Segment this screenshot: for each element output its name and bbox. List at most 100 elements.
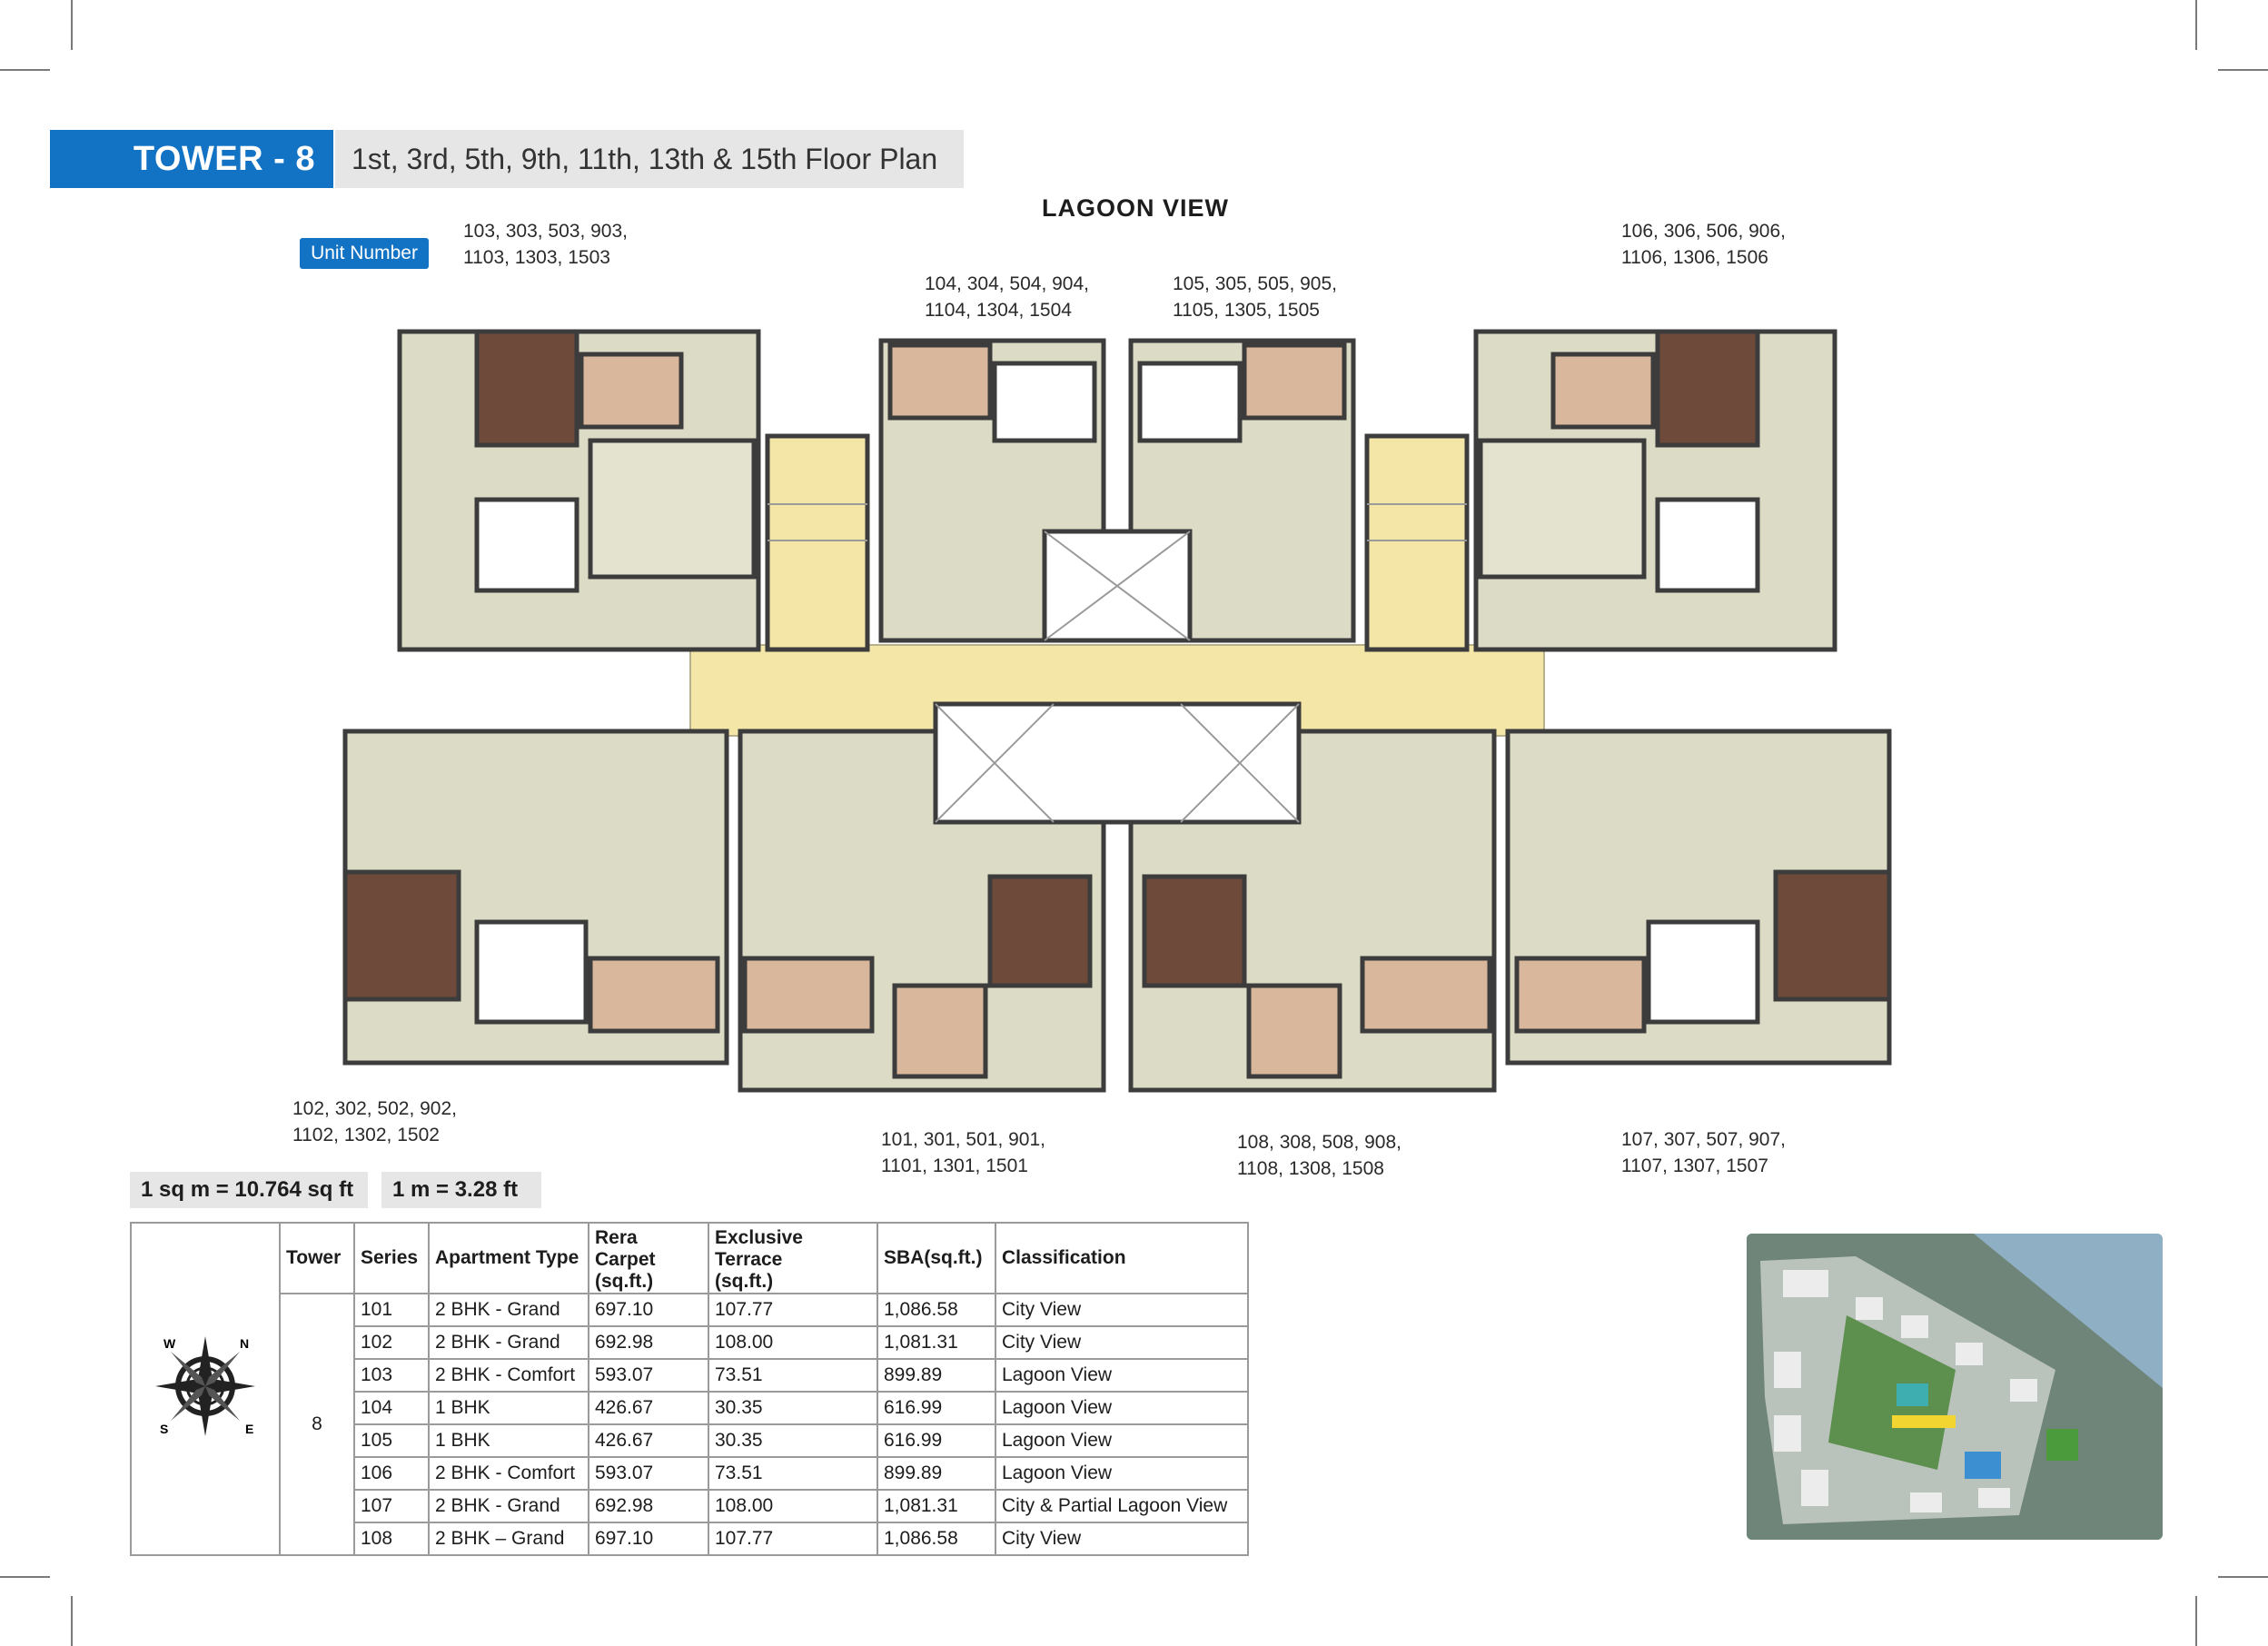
header-sba: SBA(sq.ft.) [876,1222,996,1294]
bedroom [474,919,589,1025]
terrace [1246,983,1342,1079]
cell-rera: 593.07 [588,1358,709,1393]
cell-terrace: 73.51 [708,1358,878,1393]
cell-type: 2 BHK – Grand [428,1522,589,1556]
bedroom [1773,869,1892,1002]
cell-terrace: 108.00 [708,1325,878,1360]
cell-series: 108 [353,1522,430,1556]
compass-s: S [160,1422,168,1436]
compass-n: N [240,1336,249,1351]
floor-plan-title-bar: 1st, 3rd, 5th, 9th, 11th, 13th & 15th Fl… [335,130,964,188]
cell-sba: 899.89 [876,1456,996,1491]
cell-type: 1 BHK [428,1423,589,1458]
unit-number-badge: Unit Number [300,238,429,269]
cell-classification: City View [995,1325,1249,1360]
cell-type: 2 BHK - Grand [428,1489,589,1523]
cell-sba: 616.99 [876,1423,996,1458]
compass-e: E [245,1422,253,1436]
unit-label-105: 105, 305, 505, 905,1105, 1305, 1505 [1173,273,1337,321]
bedroom [1655,497,1760,593]
cell-type: 2 BHK - Grand [428,1325,589,1360]
cell-type: 2 BHK - Comfort [428,1456,589,1491]
bedroom [987,874,1093,988]
cell-classification: City & Partial Lagoon View [995,1489,1249,1523]
terrace [588,956,720,1034]
crop-mark [71,0,73,50]
bedroom [342,869,461,1002]
unit-label-102: 102, 302, 502, 902,1102, 1302, 1502 [292,1098,457,1145]
table-header-row: W N S E Tower Series Apartment Type Rera… [130,1222,1249,1556]
site-map-drawing [1747,1234,2163,1540]
crop-mark [0,1576,50,1578]
cell-sba: 1,081.31 [876,1325,996,1360]
crop-mark [0,69,50,71]
compass-w: W [163,1336,176,1351]
terrace [1360,956,1492,1034]
tower-title-bar: TOWER - 8 [50,130,333,188]
crop-mark [2195,0,2197,50]
header-rera-carpet: Rera Carpet(sq.ft.) [588,1222,709,1294]
terrace [742,956,875,1034]
cell-terrace: 108.00 [708,1489,878,1523]
unit-label-107: 107, 307, 507, 907,1107, 1307, 1507 [1621,1129,1786,1176]
cell-classification: Lagoon View [995,1423,1249,1458]
cell-series: 107 [353,1489,430,1523]
area-conversion: 1 sq m = 10.764 sq ft [130,1172,368,1208]
bedroom [1137,361,1243,443]
unit-label-101: 101, 301, 501, 901,1101, 1301, 1501 [881,1129,1045,1176]
cell-rera: 692.98 [588,1489,709,1523]
crop-mark [2218,1576,2268,1578]
header-tower: Tower [279,1222,355,1294]
terrace [1550,352,1656,430]
unit-label-103: 103, 303, 503, 903,1103, 1303, 1503 [463,221,628,268]
cell-classification: City View [995,1293,1249,1327]
header-series: Series [353,1222,430,1294]
tower-title: TOWER - 8 [133,139,315,178]
header-apartment-type: Apartment Type [428,1222,589,1294]
bedroom [474,497,579,593]
cell-classification: Lagoon View [995,1358,1249,1393]
cell-sba: 1,086.58 [876,1293,996,1327]
cell-series: 104 [353,1391,430,1425]
bedroom [992,361,1097,443]
cell-terrace: 30.35 [708,1423,878,1458]
cell-series: 105 [353,1423,430,1458]
terrace [887,342,993,421]
unit-label-108: 108, 308, 508, 908,1108, 1308, 1508 [1237,1132,1401,1179]
length-conversion: 1 m = 3.28 ft [381,1172,541,1208]
crop-mark [2218,69,2268,71]
bedroom [1655,329,1760,448]
bedroom [1646,919,1760,1025]
cell-terrace: 107.77 [708,1522,878,1556]
cell-terrace: 107.77 [708,1293,878,1327]
cell-classification: City View [995,1522,1249,1556]
cell-type: 2 BHK - Grand [428,1293,589,1327]
unit-spec-table: W N S E Tower Series Apartment Type Rera… [130,1222,1249,1556]
fire-staircase-1 [1364,433,1470,652]
fire-staircase-2 [765,433,870,652]
cell-sba: 899.89 [876,1358,996,1393]
bedroom [474,329,579,448]
cell-rera: 593.07 [588,1456,709,1491]
living-room [1478,438,1647,580]
bedroom [1142,874,1247,988]
view-title: LAGOON VIEW [1042,194,1229,222]
lift-core [933,701,1302,825]
cell-series: 102 [353,1325,430,1360]
cell-sba: 616.99 [876,1391,996,1425]
terrace [892,983,988,1079]
compass-icon: W N S E [155,1336,255,1436]
floor-plan-drawing [342,329,1892,1093]
cell-sba: 1,081.31 [876,1489,996,1523]
crop-mark [2195,1596,2197,1646]
cell-rera: 426.67 [588,1423,709,1458]
tower-value: 8 [279,1293,355,1556]
floor-plan-title: 1st, 3rd, 5th, 9th, 11th, 13th & 15th Fl… [352,142,938,175]
terrace [1242,342,1347,421]
